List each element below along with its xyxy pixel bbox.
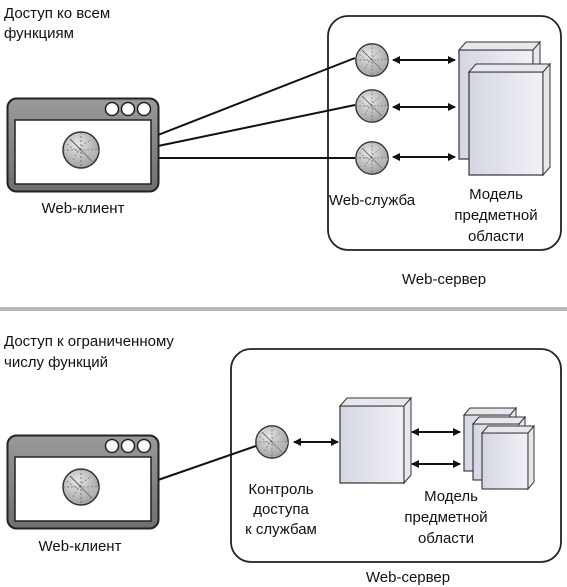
bottom-access-line1: Контроль [248, 481, 313, 498]
bottom-service-box-icon [338, 396, 413, 485]
bottom-link [157, 445, 257, 481]
top-client-label: Web-клиент [42, 200, 125, 217]
bottom-model-line2: предметной [404, 509, 487, 526]
top-title-line1: Доступ ко всем [4, 5, 110, 22]
top-model-line2: предметной [454, 207, 537, 224]
top-service-globe-icon-1 [355, 43, 389, 77]
top-model-line1: Модель [469, 186, 523, 203]
bottom-client-label: Web-клиент [39, 538, 122, 555]
bottom-title-line2: числу функций [4, 354, 108, 371]
top-link-2 [157, 104, 356, 147]
bottom-diagram: Доступ к ограниченному числу функций Web… [4, 333, 562, 586]
bottom-access-globe-icon [255, 425, 289, 459]
bottom-model-line1: Модель [424, 488, 478, 505]
top-model-docs-icon [457, 40, 552, 177]
bottom-server-label: Web-сервер [366, 569, 450, 586]
top-service-label: Web-служба [329, 192, 416, 209]
bottom-client-browser-icon [6, 434, 160, 530]
bottom-access-line3: к службам [245, 521, 317, 538]
bottom-model-docs-icon [462, 406, 536, 491]
top-client-browser-icon [6, 97, 160, 193]
bottom-title-line1: Доступ к ограниченному [4, 333, 174, 350]
bottom-access-line2: доступа [253, 501, 309, 518]
top-service-globe-icon-3 [355, 141, 389, 175]
section-divider [0, 307, 567, 311]
top-model-line3: области [468, 228, 524, 245]
top-service-globe-icon-2 [355, 89, 389, 123]
top-server-label: Web-сервер [402, 271, 486, 288]
top-diagram: Доступ ко всем функциям Web-клиент Web-с… [4, 5, 562, 288]
top-link-1 [157, 57, 356, 136]
bottom-model-line3: области [418, 530, 474, 547]
top-title-line2: функциям [4, 25, 74, 42]
